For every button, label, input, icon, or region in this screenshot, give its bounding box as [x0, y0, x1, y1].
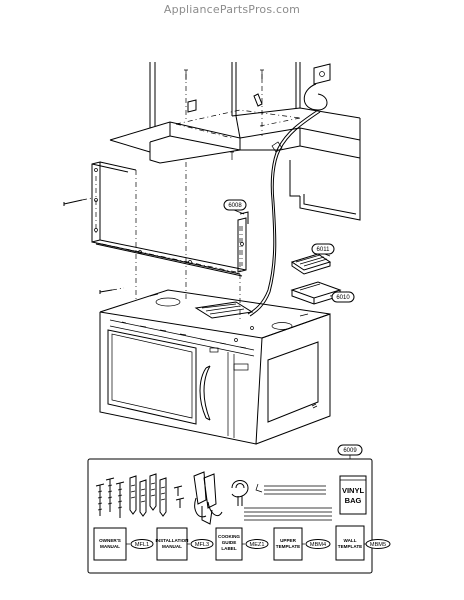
part-6010: 6010: [290, 281, 355, 305]
doc-installation-manual-code: MFL3: [195, 542, 209, 548]
part-6011: 6011: [290, 243, 335, 275]
spring-strips: [244, 485, 332, 521]
callout-6008: 6008: [223, 199, 247, 215]
doc-wall-template-code: MBM5: [370, 542, 386, 548]
doc-owners-manual-code: MFL1: [135, 542, 149, 548]
doc-upper-template-line1: UPPER: [280, 538, 297, 543]
vinyl-bag-label-line2: BAG: [345, 496, 362, 505]
vinyl-bag-label-line1: VINYL: [342, 486, 365, 495]
doc-cooking-guide-code: MEZ1: [250, 542, 265, 548]
doc-upper-template: UPPER TEMPLATE MBM4: [273, 527, 331, 561]
doc-cooking-guide-label: COOKING GUIDE LABEL MEZ1: [215, 527, 269, 561]
screw-set: [95, 477, 125, 518]
vinyl-bag: VINYL BAG: [339, 475, 367, 515]
upper-cabinet: [109, 62, 361, 317]
doc-wall-template-line2: TEMPLATE: [338, 544, 362, 549]
doc-installation-manual-line2: MANUAL: [162, 544, 182, 549]
toggle-bolts: [193, 471, 223, 525]
doc-upper-template-line2: TEMPLATE: [276, 544, 300, 549]
doc-owners-manual: OWNER'S MANUAL MFL1: [93, 527, 154, 561]
wall-anchors: [129, 473, 167, 517]
callout-6009-label: 6009: [343, 448, 357, 454]
doc-installation-manual-line1: INSTALLATION: [155, 538, 189, 543]
microwave-oven: [99, 289, 331, 445]
doc-cooking-guide-line3: LABEL: [221, 546, 237, 551]
doc-installation-manual: INSTALLATION MANUAL MFL3: [155, 527, 214, 561]
hardware-kit: 6009: [87, 444, 391, 574]
callout-6011-label: 6011: [317, 247, 331, 253]
callout-6008-label: 6008: [228, 203, 242, 209]
mounting-plate: [63, 161, 249, 320]
doc-cooking-guide-line2: GUIDE: [222, 540, 237, 545]
doc-cooking-guide-line1: COOKING: [218, 534, 240, 539]
doc-owners-manual-line1: OWNER'S: [99, 538, 121, 543]
doc-wall-template-line1: WALL: [343, 538, 356, 543]
doc-wall-template: WALL TEMPLATE MBM5: [335, 525, 391, 561]
doc-upper-template-code: MBM4: [310, 542, 326, 548]
watermark-text: AppliancePartsPros.com: [163, 3, 301, 16]
doc-owners-manual-line2: MANUAL: [100, 544, 120, 549]
small-screws: [173, 485, 185, 508]
callout-6010-label: 6010: [336, 295, 350, 301]
cord-clamp: [231, 480, 263, 506]
